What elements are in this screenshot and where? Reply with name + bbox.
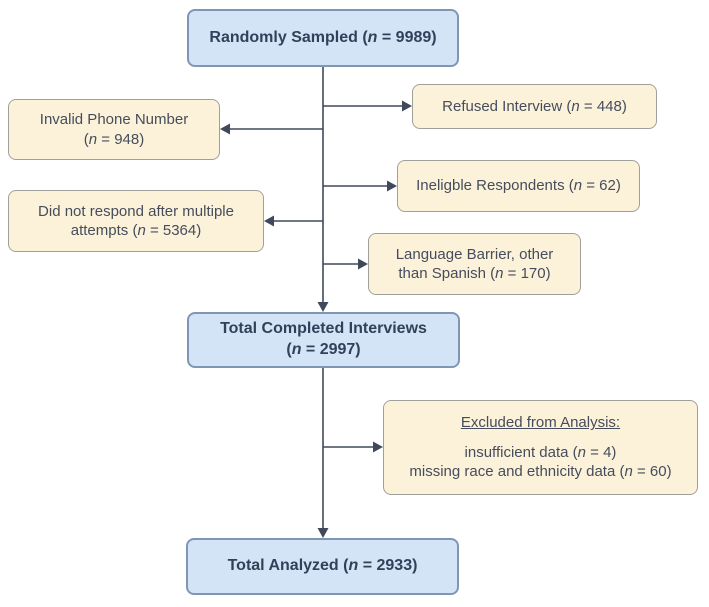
label-text: Refused Interview ( xyxy=(442,97,572,115)
node-total-analyzed-label: Total Analyzed (n = 2933) xyxy=(228,556,418,577)
label-text: = 2933) xyxy=(358,557,418,575)
label-n-italic: n xyxy=(495,265,504,282)
node-ineligible-respondents: Ineligble Respondents (n = 62) xyxy=(397,160,640,212)
excluded-heading: Excluded from Analysis: xyxy=(460,414,621,432)
excluded-line2: missing race and ethnicity data (n = 60) xyxy=(409,462,671,482)
label-text: = 62) xyxy=(582,177,621,195)
arrowhead-down-total-completed xyxy=(317,302,329,312)
label-n-italic: n xyxy=(348,557,359,575)
node-excluded-from-analysis-label: Excluded from Analysis: insufficient dat… xyxy=(409,413,671,482)
node-no-response: Did not respond after multiple attempts … xyxy=(8,190,264,252)
node-language-barrier: Language Barrier, other than Spanish (n … xyxy=(368,233,581,295)
label-n-italic: n xyxy=(624,463,633,481)
label-line2: (n = 948) xyxy=(40,130,188,150)
excluded-line1: insufficient data (n = 4) xyxy=(409,443,671,463)
label-n-italic: n xyxy=(137,222,146,239)
label-n-italic: n xyxy=(291,341,302,358)
node-language-barrier-label: Language Barrier, other than Spanish (n … xyxy=(396,245,554,284)
label-line2: attempts (n = 5364) xyxy=(38,221,234,241)
label-text: Total Analyzed ( xyxy=(227,557,349,575)
arrowhead-right-language-barrier xyxy=(358,258,368,270)
label-text: ( xyxy=(286,341,292,358)
label-text: = 170) xyxy=(503,265,551,282)
node-no-response-label: Did not respond after multiple attempts … xyxy=(38,202,234,241)
label-line1: Invalid Phone Number xyxy=(39,111,189,128)
label-n-italic: n xyxy=(88,130,98,148)
label-text: than Spanish ( xyxy=(398,265,496,282)
label-n-italic: n xyxy=(573,177,583,195)
node-total-completed-label: Total Completed Interviews (n = 2997) xyxy=(220,319,427,361)
label-text: = 60) xyxy=(632,463,672,481)
label-text: insufficient data ( xyxy=(464,443,578,461)
arrowhead-down-total-analyzed xyxy=(317,528,329,538)
label-text: attempts ( xyxy=(70,222,138,239)
node-refused-interview-label: Refused Interview (n = 448) xyxy=(442,97,627,117)
node-excluded-from-analysis: Excluded from Analysis: insufficient dat… xyxy=(383,400,698,495)
label-text: = 5364) xyxy=(145,222,202,239)
arrowhead-right-refused xyxy=(402,100,412,112)
label-line1: Total Completed Interviews xyxy=(220,320,427,338)
arrowhead-right-ineligible xyxy=(387,180,397,192)
node-invalid-phone-number: Invalid Phone Number (n = 948) xyxy=(8,99,220,160)
node-refused-interview: Refused Interview (n = 448) xyxy=(412,84,657,129)
label-line2: than Spanish (n = 170) xyxy=(396,264,554,284)
label-text: = 948) xyxy=(97,130,145,148)
label-n-italic: n xyxy=(367,28,378,46)
node-randomly-sampled-label: Randomly Sampled (n = 9989) xyxy=(209,28,436,49)
label-text: ( xyxy=(83,130,89,148)
label-line1: Language Barrier, other xyxy=(395,245,554,263)
node-ineligible-respondents-label: Ineligble Respondents (n = 62) xyxy=(416,176,621,196)
arrowhead-left-invalid-phone xyxy=(220,123,230,135)
label-text: = 4) xyxy=(586,443,617,461)
label-text: missing race and ethnicity data ( xyxy=(409,463,625,481)
label-n-italic: n xyxy=(577,443,586,461)
label-text: Ineligble Respondents ( xyxy=(416,177,574,195)
arrowhead-left-no-response xyxy=(264,215,274,227)
label-text: = 448) xyxy=(579,97,627,115)
label-text: = 2997) xyxy=(301,341,361,358)
label-n-italic: n xyxy=(571,97,580,115)
node-invalid-phone-number-label: Invalid Phone Number (n = 948) xyxy=(40,110,188,149)
node-randomly-sampled: Randomly Sampled (n = 9989) xyxy=(187,9,459,67)
label-text: Randomly Sampled ( xyxy=(209,28,368,46)
arrowhead-right-excluded xyxy=(373,441,383,453)
label-line1: Did not respond after multiple xyxy=(38,202,234,220)
label-line2: (n = 2997) xyxy=(220,340,427,361)
label-text: = 9989) xyxy=(377,28,437,46)
node-total-completed: Total Completed Interviews (n = 2997) xyxy=(187,312,460,368)
node-total-analyzed: Total Analyzed (n = 2933) xyxy=(186,538,459,595)
